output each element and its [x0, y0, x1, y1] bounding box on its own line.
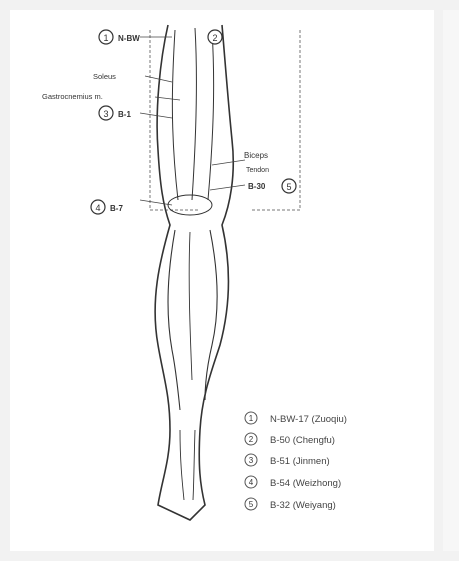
- callout-5-number: 5: [286, 182, 291, 192]
- legend-item-number: 4: [249, 478, 254, 487]
- callout-3-label: B-1: [118, 110, 131, 119]
- callout-5: 5 B-30: [248, 179, 296, 193]
- callout-2-number: 2: [212, 33, 217, 43]
- callout-3-number: 3: [103, 109, 108, 119]
- legend-item-text: B-32 (Weiyang): [270, 500, 336, 511]
- legend-item: 4 B-54 (Weizhong): [245, 476, 341, 489]
- legend-item-text: B-51 (Jinmen): [270, 456, 330, 467]
- callout-4-number: 4: [95, 203, 100, 213]
- callout-1-label: N-BW: [118, 34, 140, 43]
- legend-item-number: 2: [249, 435, 254, 444]
- callout-1: 1 N-BW: [99, 30, 140, 44]
- callout-4: 4 B-7: [91, 200, 123, 214]
- tendon-label: Tendon: [246, 167, 269, 174]
- leg-outline: [155, 25, 233, 520]
- legend-item: 1 N-BW-17 (Zuoqiu): [245, 412, 347, 425]
- legend-item-text: N-BW-17 (Zuoqiu): [270, 414, 347, 425]
- soleus-label: Soleus: [93, 72, 116, 81]
- legend-item-text: B-54 (Weizhong): [270, 478, 341, 489]
- legend-item: 5 B-32 (Weiyang): [245, 498, 336, 511]
- callout-5-label: B-30: [248, 182, 266, 191]
- legend: 1 N-BW-17 (Zuoqiu) 2 B-50 (Chengfu) 3 B-…: [245, 412, 347, 511]
- callout-4-label: B-7: [110, 204, 123, 213]
- legend-item-text: B-50 (Chengfu): [270, 435, 335, 446]
- leader-lines: [140, 37, 245, 205]
- legend-item-number: 1: [249, 414, 254, 423]
- legend-item-number: 3: [249, 456, 254, 465]
- biceps-label: Biceps: [244, 151, 268, 160]
- gastrocnemius-label: Gastrocnemius m.: [42, 92, 103, 101]
- legend-item: 3 B-51 (Jinmen): [245, 454, 330, 467]
- callout-1-number: 1: [103, 33, 108, 43]
- callout-2: 2: [208, 30, 222, 44]
- legend-item: 2 B-50 (Chengfu): [245, 433, 335, 446]
- callout-3: 3 B-1: [99, 106, 131, 120]
- legend-item-number: 5: [249, 500, 254, 509]
